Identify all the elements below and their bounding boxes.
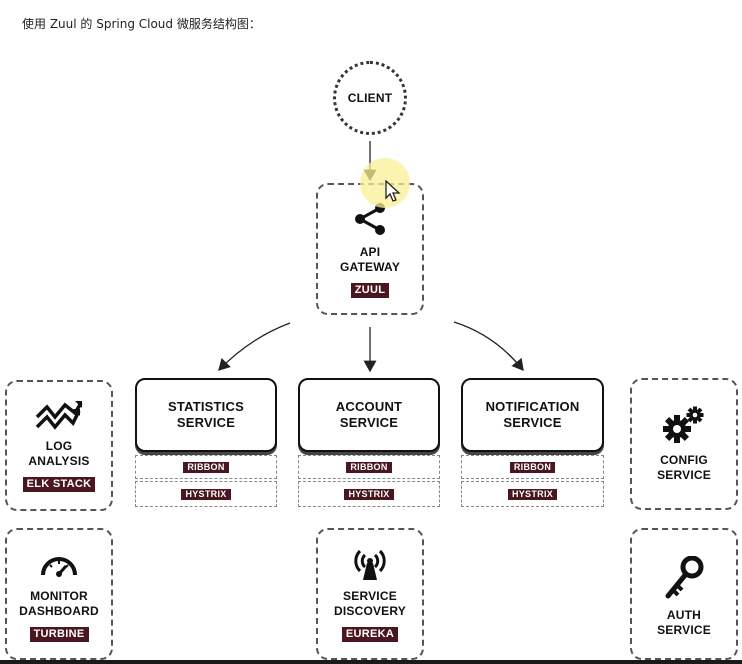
bottom-edge-bar xyxy=(0,660,742,664)
notification-ribbon-strip: RIBBON xyxy=(461,455,604,479)
cursor-highlight xyxy=(360,158,410,208)
statistics-hystrix-badge: HYSTRIX xyxy=(181,488,231,500)
notification-service-node: NOTIFICATION SERVICE xyxy=(461,378,604,452)
mouse-cursor-icon xyxy=(385,180,401,202)
service-discovery-node: SERVICE DISCOVERY EUREKA xyxy=(316,528,424,660)
notification-service-label: NOTIFICATION SERVICE xyxy=(485,399,580,430)
notification-hystrix-strip: HYSTRIX xyxy=(461,481,604,507)
trending-up-icon xyxy=(35,401,83,430)
statistics-hystrix-strip: HYSTRIX xyxy=(135,481,277,507)
auth-service-node: AUTH SERVICE xyxy=(630,528,738,660)
account-service-node: ACCOUNT SERVICE xyxy=(298,378,440,452)
config-service-label: CONFIG SERVICE xyxy=(657,453,711,482)
speedometer-icon xyxy=(41,556,77,577)
log-analysis-label: LOG ANALYSIS xyxy=(28,439,90,468)
log-analysis-node: LOG ANALYSIS ELK STACK xyxy=(5,380,113,511)
eureka-badge: EUREKA xyxy=(341,626,399,642)
statistics-ribbon-strip: RIBBON xyxy=(135,455,277,479)
arrow-gateway-to-statistics xyxy=(218,322,291,371)
arrow-gateway-to-notification xyxy=(453,321,524,372)
elk-stack-badge: ELK STACK xyxy=(22,477,96,492)
notification-ribbon-badge: RIBBON xyxy=(509,461,556,473)
auth-service-label: AUTH SERVICE xyxy=(657,608,711,637)
client-label: CLIENT xyxy=(347,90,393,105)
account-hystrix-badge: HYSTRIX xyxy=(344,488,394,500)
statistics-ribbon-badge: RIBBON xyxy=(183,461,229,473)
notification-hystrix-badge: HYSTRIX xyxy=(507,488,558,500)
turbine-badge: TURBINE xyxy=(29,626,89,642)
antenna-icon xyxy=(354,549,386,580)
key-icon xyxy=(665,556,704,599)
statistics-service-label: STATISTICS SERVICE xyxy=(168,399,244,430)
statistics-service-node: STATISTICS SERVICE xyxy=(135,378,277,452)
client-node: CLIENT xyxy=(333,61,407,135)
account-service-label: ACCOUNT SERVICE xyxy=(335,399,403,430)
account-hystrix-strip: HYSTRIX xyxy=(298,481,440,507)
account-ribbon-strip: RIBBON xyxy=(298,455,440,479)
service-discovery-label: SERVICE DISCOVERY xyxy=(333,588,407,618)
gears-icon xyxy=(663,406,704,443)
api-gateway-label: API GATEWAY xyxy=(339,244,401,274)
account-ribbon-badge: RIBBON xyxy=(346,461,392,473)
monitor-dashboard-label: MONITOR DASHBOARD xyxy=(19,588,99,618)
diagram-caption: 使用 Zuul 的 Spring Cloud 微服务结构图： xyxy=(22,17,261,31)
monitor-dashboard-node: MONITOR DASHBOARD TURBINE xyxy=(5,528,113,660)
zuul-badge: ZUUL xyxy=(350,282,390,298)
config-service-node: CONFIG SERVICE xyxy=(630,378,738,510)
